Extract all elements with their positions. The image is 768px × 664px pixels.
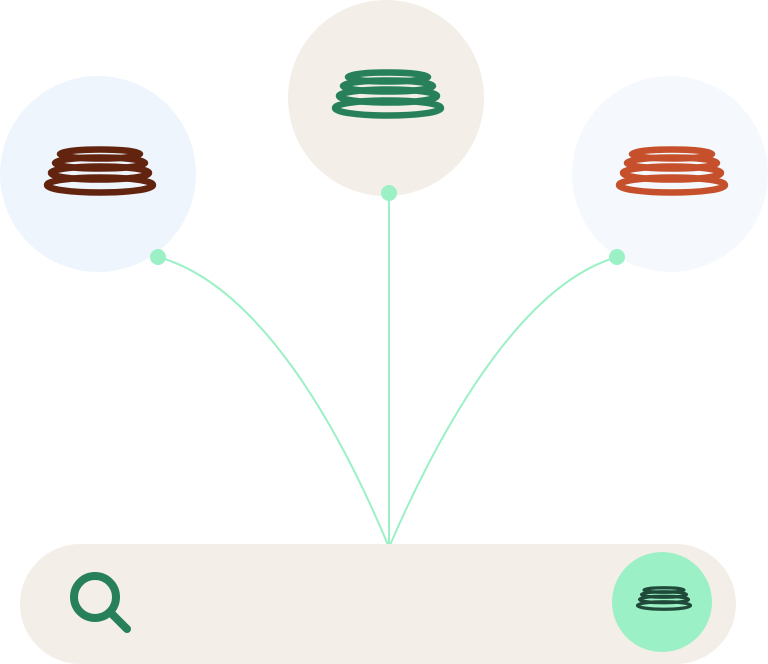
node-circle-left	[0, 76, 196, 272]
search-bar[interactable]	[20, 544, 736, 664]
connector-dot-left	[150, 249, 166, 265]
connector-dot-center	[381, 185, 397, 201]
coil-icon	[331, 69, 445, 119]
connector-line-left	[157, 256, 389, 546]
node-circle-right	[572, 76, 768, 272]
coil-icon	[615, 146, 729, 196]
coil-ring	[615, 174, 729, 196]
coil-icon	[635, 586, 693, 611]
coil-ring	[331, 97, 445, 119]
coil-icon	[43, 146, 157, 196]
coil-ring	[43, 174, 157, 196]
connector-dot-right	[609, 249, 625, 265]
search-icon[interactable]	[70, 572, 131, 633]
coil-ring	[635, 600, 693, 611]
connector-line-right	[389, 256, 618, 546]
